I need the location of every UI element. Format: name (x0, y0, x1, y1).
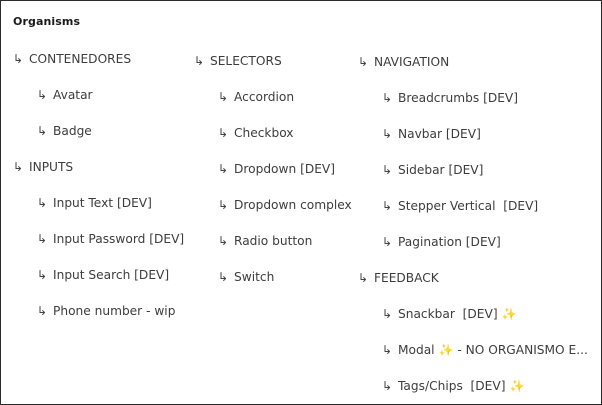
link-input-search[interactable]: ↳ Input Search [DEV] (37, 267, 169, 283)
link-label: Checkbox (234, 126, 294, 140)
link-label: CONTENEDORES (29, 52, 132, 66)
link-dropdown-complex[interactable]: ↳ Dropdown complex (218, 197, 352, 213)
link-phone-number[interactable]: ↳ Phone number - wip (37, 303, 175, 319)
link-label: Dropdown complex (234, 198, 352, 212)
link-pagination[interactable]: ↳ Pagination [DEV] (382, 234, 501, 250)
subdirectory-arrow-icon: ↳ (382, 307, 393, 321)
link-label: Badge (53, 124, 92, 138)
link-label-suffix: - NO ORGANISMO E... (453, 343, 588, 357)
link-input-text[interactable]: ↳ Input Text [DEV] (37, 195, 152, 211)
sparkles-icon: ✨ (509, 379, 525, 393)
link-label: Switch (234, 270, 275, 284)
link-navigation[interactable]: ↳ NAVIGATION (358, 54, 449, 70)
subdirectory-arrow-icon: ↳ (37, 88, 48, 102)
subdirectory-arrow-icon: ↳ (218, 270, 229, 284)
link-label: Snackbar [DEV] (398, 307, 498, 321)
link-sidebar[interactable]: ↳ Sidebar [DEV] (382, 162, 483, 178)
link-breadcrumbs[interactable]: ↳ Breadcrumbs [DEV] (382, 90, 518, 106)
subdirectory-arrow-icon: ↳ (218, 90, 229, 104)
link-dropdown[interactable]: ↳ Dropdown [DEV] (218, 161, 335, 177)
link-label: Dropdown [DEV] (234, 162, 336, 176)
link-tags-chips[interactable]: ↳ Tags/Chips [DEV]✨ (382, 378, 524, 394)
subdirectory-arrow-icon: ↳ (218, 234, 229, 248)
link-label: SELECTORS (210, 54, 282, 68)
link-badge[interactable]: ↳ Badge (37, 123, 92, 139)
subdirectory-arrow-icon: ↳ (218, 162, 229, 176)
link-label: Accordion (234, 90, 295, 104)
sparkles-icon: ✨ (501, 307, 517, 321)
link-modal[interactable]: ↳ Modal✨ - NO ORGANISMO E... (382, 342, 588, 358)
link-snackbar[interactable]: ↳ Snackbar [DEV]✨ (382, 306, 517, 322)
subdirectory-arrow-icon: ↳ (218, 198, 229, 212)
subdirectory-arrow-icon: ↳ (382, 235, 393, 249)
link-label: Stepper Vertical [DEV] (398, 199, 539, 213)
subdirectory-arrow-icon: ↳ (382, 199, 393, 213)
link-label: FEEDBACK (374, 271, 439, 285)
subdirectory-arrow-icon: ↳ (358, 271, 369, 285)
link-label: Pagination [DEV] (398, 235, 501, 249)
subdirectory-arrow-icon: ↳ (358, 55, 369, 69)
link-label: NAVIGATION (374, 55, 450, 69)
link-feedback[interactable]: ↳ FEEDBACK (358, 270, 439, 286)
link-label: Phone number - wip (53, 304, 176, 318)
link-radio-button[interactable]: ↳ Radio button (218, 233, 312, 249)
link-label: Radio button (234, 234, 313, 248)
link-input-password[interactable]: ↳ Input Password [DEV] (37, 231, 184, 247)
link-checkbox[interactable]: ↳ Checkbox (218, 125, 294, 141)
link-label: Tags/Chips [DEV] (398, 379, 506, 393)
link-label: Modal (398, 343, 435, 357)
link-switch[interactable]: ↳ Switch (218, 269, 274, 285)
link-label: Breadcrumbs [DEV] (398, 91, 519, 105)
subdirectory-arrow-icon: ↳ (382, 91, 393, 105)
subdirectory-arrow-icon: ↳ (382, 127, 393, 141)
subdirectory-arrow-icon: ↳ (382, 163, 393, 177)
subdirectory-arrow-icon: ↳ (13, 52, 24, 66)
link-selectors[interactable]: ↳ SELECTORS (194, 53, 282, 69)
link-label: Input Search [DEV] (53, 268, 170, 282)
subdirectory-arrow-icon: ↳ (37, 196, 48, 210)
subdirectory-arrow-icon: ↳ (382, 343, 393, 357)
link-navbar[interactable]: ↳ Navbar [DEV] (382, 126, 481, 142)
link-label: Input Password [DEV] (53, 232, 185, 246)
subdirectory-arrow-icon: ↳ (218, 126, 229, 140)
subdirectory-arrow-icon: ↳ (37, 304, 48, 318)
link-label: Sidebar [DEV] (398, 163, 484, 177)
link-accordion[interactable]: ↳ Accordion (218, 89, 294, 105)
link-avatar[interactable]: ↳ Avatar (37, 87, 93, 103)
subdirectory-arrow-icon: ↳ (13, 160, 24, 174)
subdirectory-arrow-icon: ↳ (194, 54, 205, 68)
link-label: Input Text [DEV] (53, 196, 152, 210)
link-label: Avatar (53, 88, 93, 102)
link-inputs[interactable]: ↳ INPUTS (13, 159, 73, 175)
subdirectory-arrow-icon: ↳ (37, 232, 48, 246)
link-label: INPUTS (29, 160, 74, 174)
subdirectory-arrow-icon: ↳ (37, 268, 48, 282)
link-label: Navbar [DEV] (398, 127, 481, 141)
link-stepper-vertical[interactable]: ↳ Stepper Vertical [DEV] (382, 198, 538, 214)
link-contenedores[interactable]: ↳ CONTENEDORES (13, 51, 131, 67)
subdirectory-arrow-icon: ↳ (382, 379, 393, 393)
board-title: Organisms (13, 15, 81, 28)
sparkles-icon: ✨ (438, 343, 454, 357)
subdirectory-arrow-icon: ↳ (37, 124, 48, 138)
